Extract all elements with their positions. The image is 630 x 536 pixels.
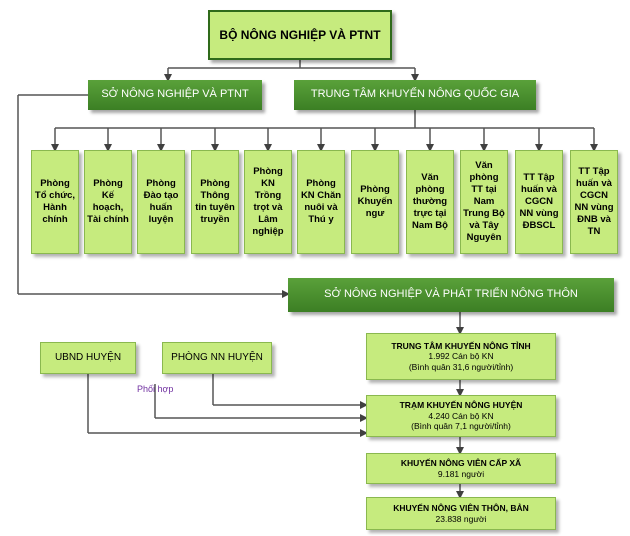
trung-tam-qg-box: TRUNG TÂM KHUYẾN NÔNG QUỐC GIA xyxy=(294,80,536,110)
phong-nn-box: PHÒNG NN HUYỆN xyxy=(162,342,272,374)
dept-box: Phòng Kế hoạch, Tài chính xyxy=(84,150,132,254)
so-full-label: SỞ NÔNG NGHIỆP VÀ PHÁT TRIỂN NÔNG THÔN xyxy=(324,288,578,301)
dept-box: Văn phòng TT tại Nam Trung Bộ và Tây Ngu… xyxy=(460,150,508,254)
ministry-title: BỘ NÔNG NGHIỆP VÀ PTNT xyxy=(219,27,381,42)
dept-box: Phòng Đào tạo huấn luyện xyxy=(137,150,185,254)
dept-label: TT Tập huấn và CGCN NN vùng ĐBSCL xyxy=(519,172,559,231)
village-title: KHUYẾN NÔNG VIÊN THÔN, BẢN xyxy=(393,502,529,513)
dept-label: Phòng Khuyến ngư xyxy=(357,184,393,219)
village-count: 23.838 người xyxy=(435,513,487,524)
dept-label: Phòng Đào tạo huấn luyện xyxy=(143,178,179,225)
commune-title: KHUYẾN NÔNG VIÊN CẤP XÃ xyxy=(400,457,522,468)
dept-label: Phòng Thông tin tuyên truyền xyxy=(195,178,235,225)
dept-label: Phòng KN Trồng trọt và Lâm nghiệp xyxy=(252,166,284,237)
provincial-count: 1.992 Cán bộ KN xyxy=(428,351,494,362)
dept-label: Phòng KN Chăn nuôi và Thú y xyxy=(300,178,342,225)
trung-tam-qg-label: TRUNG TÂM KHUYẾN NÔNG QUỐC GIA xyxy=(310,88,520,101)
dept-label: Phòng Tổ chức, Hành chính xyxy=(34,178,76,225)
dept-label: Văn phòng thường trực tại Nam Bộ xyxy=(412,172,448,231)
dept-label: Văn phòng TT tại Nam Trung Bộ và Tây Ngu… xyxy=(463,160,505,243)
dept-box: Văn phòng thường trực tại Nam Bộ xyxy=(406,150,454,254)
district-station-count: 4.240 Cán bộ KN xyxy=(428,410,494,421)
so-full-box: SỞ NÔNG NGHIỆP VÀ PHÁT TRIỂN NÔNG THÔN xyxy=(288,278,614,312)
dept-box: Phòng KN Chăn nuôi và Thú y xyxy=(297,150,345,254)
village-box: KHUYẾN NÔNG VIÊN THÔN, BẢN 23.838 người xyxy=(366,497,556,530)
phong-nn-label: PHÒNG NN HUYỆN xyxy=(171,351,263,363)
commune-count: 9.181 người xyxy=(437,468,485,479)
dept-label: Phòng Kế hoạch, Tài chính xyxy=(87,178,129,225)
commune-box: KHUYẾN NÔNG VIÊN CẤP XÃ 9.181 người xyxy=(366,453,556,484)
so-nn-ptnt-box: SỞ NÔNG NGHIỆP VÀ PTNT xyxy=(88,80,262,110)
ubnd-box: UBND HUYỆN xyxy=(40,342,136,374)
ministry-box: BỘ NÔNG NGHIỆP VÀ PTNT xyxy=(208,10,392,60)
district-station-avg: (Bình quân 7,1 người/tỉnh) xyxy=(411,421,511,432)
so-nn-ptnt-label: SỞ NÔNG NGHIỆP VÀ PTNT xyxy=(101,88,249,101)
coordination-label: Phối hợp xyxy=(137,384,174,394)
dept-box: Phòng Khuyến ngư xyxy=(351,150,399,254)
dept-box: Phòng Tổ chức, Hành chính xyxy=(31,150,79,254)
dept-box: TT Tập huấn và CGCN NN vùng ĐBSCL xyxy=(515,150,563,254)
provincial-title: TRUNG TÂM KHUYẾN NÔNG TỈNH xyxy=(391,340,531,351)
district-station-title: TRẠM KHUYẾN NÔNG HUYỆN xyxy=(399,400,523,411)
dept-box: TT Tập huấn và CGCN NN vùng ĐNB và TN xyxy=(570,150,618,254)
ubnd-label: UBND HUYỆN xyxy=(54,351,122,363)
dept-box: Phòng KN Trồng trọt và Lâm nghiệp xyxy=(244,150,292,254)
dept-box: Phòng Thông tin tuyên truyền xyxy=(191,150,239,254)
district-station-box: TRẠM KHUYẾN NÔNG HUYỆN 4.240 Cán bộ KN (… xyxy=(366,395,556,437)
provincial-avg: (Bình quân 31,6 người/tỉnh) xyxy=(408,361,514,372)
dept-label: TT Tập huấn và CGCN NN vùng ĐNB và TN xyxy=(574,166,614,237)
provincial-center-box: TRUNG TÂM KHUYẾN NÔNG TỈNH 1.992 Cán bộ … xyxy=(366,333,556,380)
